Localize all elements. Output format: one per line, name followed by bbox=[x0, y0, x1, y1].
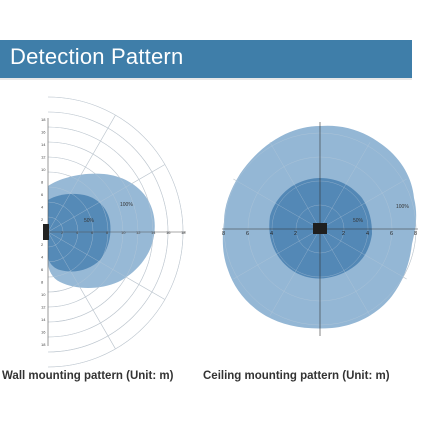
ceiling-grid-ray bbox=[269, 142, 321, 230]
wall-y-tick-down: 10 bbox=[41, 292, 46, 297]
ceiling-grid-ray bbox=[269, 228, 321, 316]
wall-y-tick-down: 6 bbox=[41, 267, 44, 272]
ceiling-caption: Ceiling mounting pattern (Unit: m) bbox=[203, 370, 390, 382]
wall-grid-ray bbox=[47, 114, 116, 233]
wall-x-tick: 18 bbox=[181, 230, 186, 235]
wall-inner-label: 50% bbox=[84, 218, 95, 224]
ceiling-x-tick-right: 4 bbox=[366, 231, 369, 237]
ceiling-grid-ray bbox=[319, 228, 407, 280]
wall-y-tick-down: 18 bbox=[41, 342, 46, 347]
wall-x-tick: 12 bbox=[136, 230, 141, 235]
ceiling-x-tick-right: 8 bbox=[414, 231, 417, 237]
wall-tick-labels: 2 4 6 8 10 12 14 16 18 2 4 6 8 10 12 14 16 18 2 4 6 8 10 12 14 16… bbox=[41, 117, 186, 347]
ceiling-grid-ray bbox=[319, 178, 407, 230]
wall-sensor-icon bbox=[43, 224, 49, 240]
ceiling-outer-label: 100% bbox=[396, 204, 409, 210]
wall-x-tick: 14 bbox=[151, 230, 156, 235]
ceiling-x-tick-left: 4 bbox=[270, 231, 273, 237]
ceiling-grid-ray bbox=[319, 228, 371, 316]
ceiling-pattern: 8 6 4 2 2 4 6 8 100% 50% bbox=[222, 122, 418, 336]
wall-y-tick-up: 12 bbox=[41, 155, 46, 160]
wall-pattern: 2 4 6 8 10 12 14 16 18 2 4 6 8 10 12 14 16 18 2 4 6 8 10 12 14 16… bbox=[41, 96, 186, 368]
ceiling-grid-ray bbox=[233, 178, 321, 230]
wall-y-tick-up: 18 bbox=[41, 117, 46, 122]
wall-y-tick-down: 8 bbox=[41, 280, 44, 285]
wall-x-tick: 8 bbox=[106, 230, 109, 235]
wall-x-tick: 6 bbox=[91, 230, 94, 235]
wall-y-tick-down: 12 bbox=[41, 305, 46, 310]
wall-inner-zone bbox=[48, 193, 111, 272]
page-title: Detection Pattern bbox=[10, 44, 184, 69]
wall-y-tick-down: 16 bbox=[41, 330, 46, 335]
ceiling-sensor-icon bbox=[313, 223, 327, 234]
wall-grid-ray bbox=[47, 231, 166, 300]
ceiling-tick-labels: 8 6 4 2 2 4 6 8 bbox=[222, 231, 417, 237]
wall-grid-ray bbox=[47, 164, 166, 233]
wall-x-tick: 10 bbox=[121, 230, 126, 235]
wall-x-tick: 4 bbox=[76, 230, 79, 235]
wall-y-tick-up: 4 bbox=[41, 205, 44, 210]
ceiling-grid-ray bbox=[233, 228, 321, 280]
wall-y-tick-down: 4 bbox=[41, 255, 44, 260]
wall-y-tick-up: 8 bbox=[41, 180, 44, 185]
ceiling-x-tick-right: 2 bbox=[342, 231, 345, 237]
wall-y-tick-up: 10 bbox=[41, 167, 46, 172]
wall-y-tick-up: 14 bbox=[41, 142, 46, 147]
wall-y-tick-up: 16 bbox=[41, 130, 46, 135]
wall-y-tick-down: 2 bbox=[41, 242, 44, 247]
wall-x-tick: 2 bbox=[61, 230, 64, 235]
ceiling-grid-ray bbox=[319, 142, 371, 230]
ceiling-x-tick-left: 2 bbox=[294, 231, 297, 237]
wall-y-tick-up: 2 bbox=[41, 217, 44, 222]
ceiling-x-tick-right: 6 bbox=[390, 231, 393, 237]
ceiling-x-tick-left: 8 bbox=[222, 231, 225, 237]
wall-x-tick: 16 bbox=[166, 230, 171, 235]
ceiling-x-tick-left: 6 bbox=[246, 231, 249, 237]
ceiling-inner-label: 50% bbox=[353, 218, 364, 224]
wall-grid-ray bbox=[47, 231, 116, 350]
wall-y-tick-down: 14 bbox=[41, 317, 46, 322]
wall-outer-label: 100% bbox=[120, 202, 133, 208]
wall-y-tick-up: 6 bbox=[41, 192, 44, 197]
header-bar: Detection Pattern bbox=[0, 40, 412, 80]
wall-caption: Wall mounting pattern (Unit: m) bbox=[2, 370, 174, 382]
